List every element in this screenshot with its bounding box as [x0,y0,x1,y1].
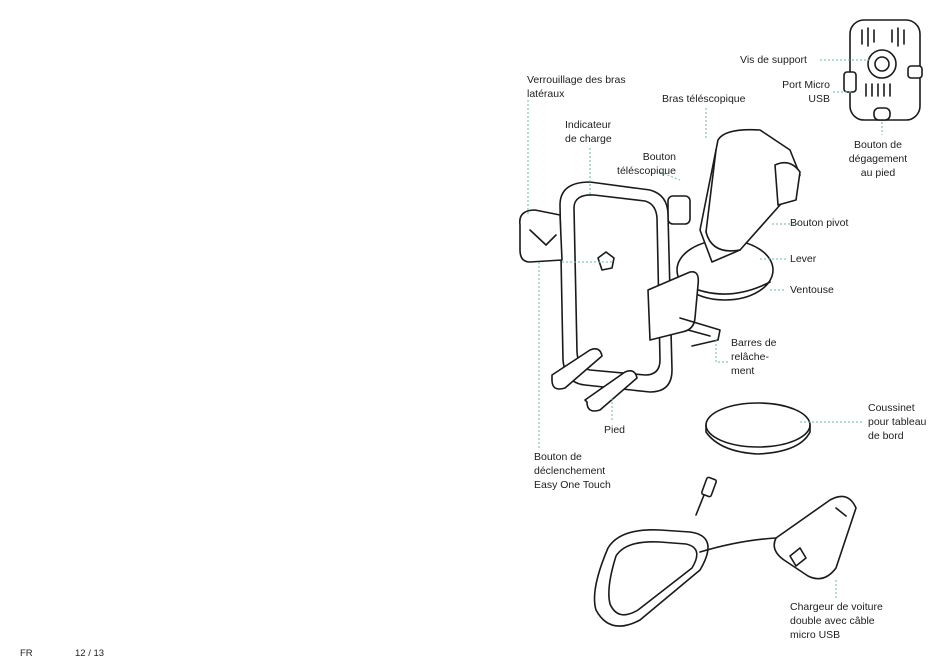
side-arm-right [647,270,700,341]
label-bouton-pivot: Bouton pivot [790,217,849,229]
label-bouton-telescopique: Bouton téléscopique [617,151,676,177]
label-port-micro: Port Micro USB [782,79,830,105]
label-coussinet: Coussinet pour tableau de bord [868,402,927,442]
label-verrouillage: Verrouillage des bras latéraux [527,74,626,100]
car-charger [773,495,857,580]
telescopic-knob [667,195,691,225]
label-bouton-degagement: Bouton de dégagement au pied [848,139,908,179]
page-number: 12 / 13 [75,648,105,659]
release-bars [679,317,721,347]
telescopic-arm [699,128,801,263]
label-indicateur: Indicateur de charge [565,119,612,145]
label-lever: Lever [790,253,817,265]
feet [551,348,638,412]
label-vis-support: Vis de support [740,54,807,66]
label-ventouse: Ventouse [790,284,834,296]
back-view [843,19,923,121]
label-chargeur: Chargeur de voiture double avec câble mi… [790,601,883,641]
footer-lang: FR [20,648,33,659]
label-barres: Barres de relâche- ment [731,337,777,377]
usb-cable [593,476,777,627]
label-pied: Pied [604,424,626,436]
label-bras-telescopique: Bras téléscopique [662,93,746,105]
label-declenchement: Bouton de déclenchement Easy One Touch [534,451,611,491]
dashboard-pad [705,402,811,455]
side-arm-left [518,209,563,263]
